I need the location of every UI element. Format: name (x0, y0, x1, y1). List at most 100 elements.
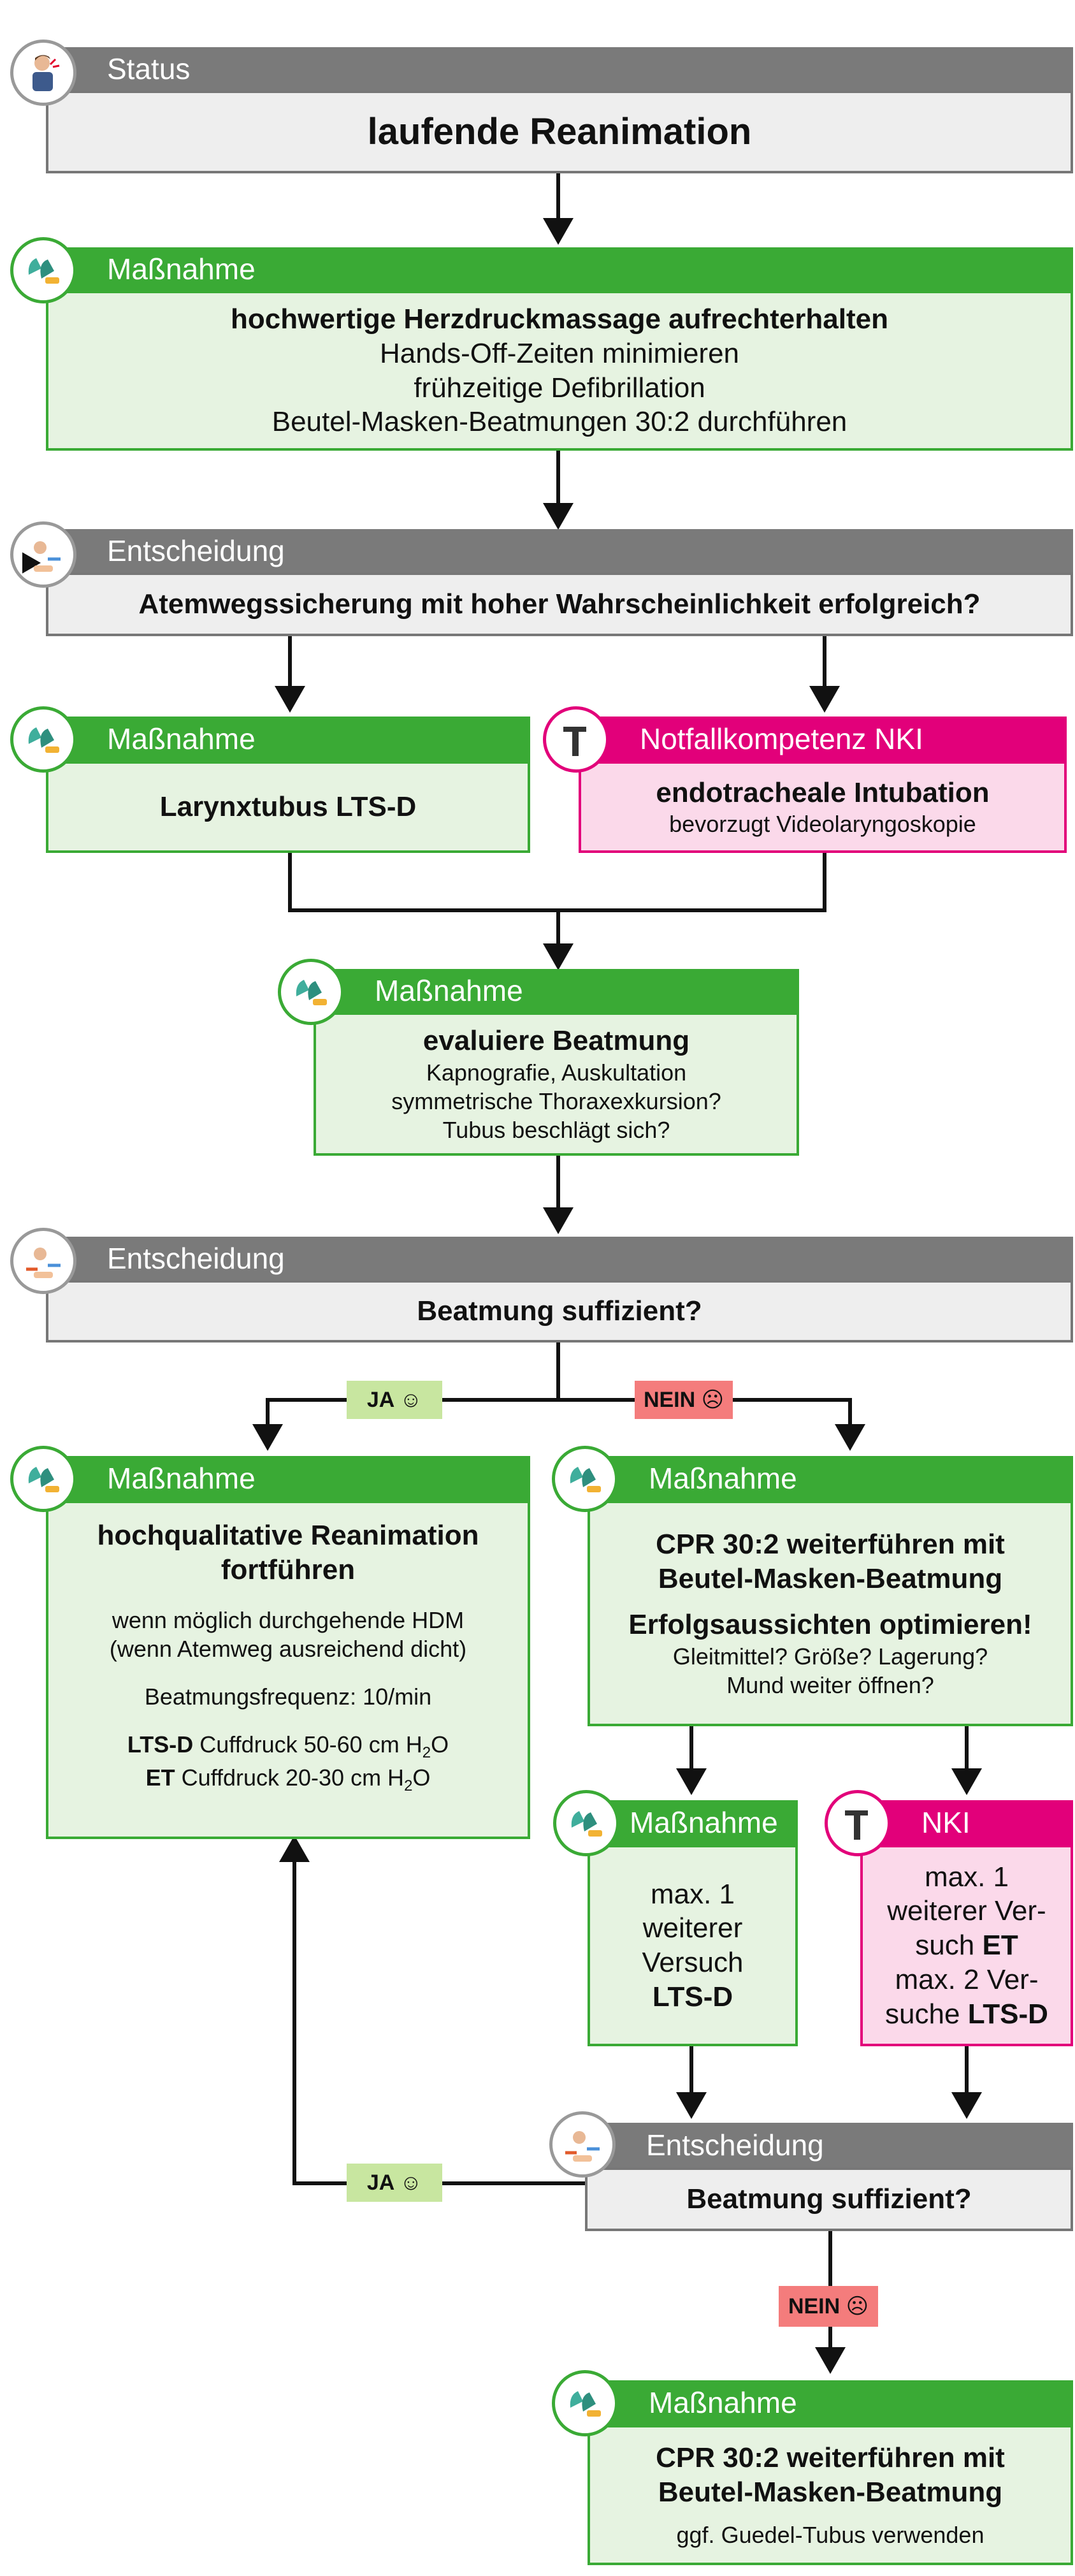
m4-title: fortführen (220, 1554, 356, 1585)
nki1-title: endotracheale Intubation (656, 776, 990, 808)
d2-header: Entscheidung (46, 1237, 1073, 1280)
m6-box: max. 1 weiterer Versuch LTS-D (588, 1845, 798, 2046)
nein-badge: NEIN ☹ (635, 1381, 733, 1419)
m5-title: Beutel-Masken-Beatmung (658, 1563, 1003, 1595)
m3-title: evaluiere Beatmung (422, 1025, 690, 1057)
m4-box: hochqualitative Reanimation fortführen w… (46, 1501, 530, 1839)
m7-title: Beutel-Masken-Beatmung (658, 2476, 1003, 2508)
m3-line: Kapnografie, Auskultation (426, 1059, 687, 1086)
m5-header-label: Maßnahme (649, 1462, 797, 1495)
status-icon (10, 40, 76, 106)
ja-label: JA ☺ (366, 2170, 422, 2195)
m4-line: (wenn Atemweg ausreichend dicht) (109, 1636, 467, 1663)
m1-header: Maßnahme (46, 247, 1073, 291)
decision-arrows-icon (549, 2111, 616, 2178)
m5-line: Gleitmittel? Größe? Lagerung? (672, 1643, 988, 1670)
status-header: Status (46, 47, 1073, 91)
nein-badge: NEIN ☹ (779, 2286, 878, 2327)
nki2-line: suche LTS-D (885, 1998, 1048, 2030)
status-header-label: Status (107, 52, 191, 85)
nki2-box: max. 1 weiterer Ver- such ET max. 2 Ver-… (860, 1845, 1073, 2046)
m4-line: Beatmungsfrequenz: 10/min (144, 1684, 432, 1710)
m6-header: Maßnahme (588, 1800, 798, 1845)
d3-header: Entscheidung (585, 2123, 1073, 2167)
gloved-hands-icon (553, 1790, 619, 1856)
gloved-hands-icon (278, 959, 344, 1025)
m7-title: CPR 30:2 weiterführen mit (656, 2441, 1005, 2473)
m6-line: Versuch (642, 1947, 744, 1978)
nki2-header-label: NKI (921, 1806, 970, 1839)
m2-box: Larynxtubus LTS-D (46, 761, 530, 853)
decision-arrows-icon (10, 521, 76, 588)
ja-badge: JA ☺ (347, 2164, 442, 2202)
d3-box: Beatmung suffizient? (585, 2167, 1073, 2231)
d1-box: Atemwegssicherung mit hoher Wahrscheinli… (46, 572, 1073, 636)
m1-header-label: Maßnahme (107, 252, 256, 286)
m6-line: max. 1 (650, 1878, 735, 1910)
arrow-d2-to-m4 (252, 1398, 558, 1451)
m1-line: Beutel-Masken-Beatmungen 30:2 durchführe… (271, 406, 848, 438)
ja-badge: JA ☺ (347, 1381, 442, 1419)
status-text: laufende Reanimation (367, 111, 752, 153)
arrow-d3-back-to-m4 (279, 1835, 585, 2185)
m6-bold: LTS-D (652, 1981, 733, 2012)
gloved-hands-icon (552, 2370, 618, 2436)
nki2-line: max. 1 (924, 1861, 1009, 1893)
m4-cuff-lts: LTS-D Cuffdruck 50-60 cm H2O (127, 1731, 449, 1762)
d3-text: Beatmung suffizient? (686, 2183, 972, 2215)
gloved-hands-icon (10, 706, 76, 773)
nein-label: NEIN ☹ (788, 2294, 869, 2318)
m5-line: Mund weiter öffnen? (726, 1671, 934, 1698)
nki2-line: max. 2 Ver- (895, 1963, 1039, 1995)
m3-header: Maßnahme (314, 969, 799, 1012)
d2-header-label: Entscheidung (107, 1242, 285, 1275)
m4-cuff-et: ET Cuffdruck 20-30 cm H2O (145, 1764, 431, 1794)
gloved-hands-icon (552, 1446, 618, 1512)
nki1-header-label: Notfallkompetenz NKI (640, 722, 923, 755)
m1-box: hochwertige Herzdruckmassage aufrechterh… (46, 291, 1073, 451)
d1-text: Atemwegssicherung mit hoher Wahrscheinli… (138, 588, 981, 620)
nki2-header: NKI (860, 1800, 1073, 1845)
m1-line: Hands-Off-Zeiten minimieren (379, 337, 740, 369)
decision-arrows-icon (10, 1228, 76, 1294)
laryngoscope-icon (543, 706, 609, 773)
m5-subtitle: Erfolgsaussichten optimieren! (628, 1608, 1032, 1640)
m3-line: Tubus beschlägt sich? (442, 1116, 670, 1143)
gloved-hands-icon (10, 237, 76, 303)
d1-header-label: Entscheidung (107, 534, 285, 567)
nki2-line: such ET (915, 1930, 1018, 1961)
m7-header-label: Maßnahme (649, 2386, 797, 2419)
nki1-header: Notfallkompetenz NKI (579, 717, 1067, 761)
m6-line: weiterer (642, 1912, 743, 1944)
m5-box: CPR 30:2 weiterführen mit Beutel-Masken-… (588, 1501, 1073, 1726)
m4-line: wenn möglich durchgehende HDM (112, 1607, 465, 1634)
m7-box: CPR 30:2 weiterführen mit Beutel-Masken-… (588, 2425, 1073, 2565)
nki1-sub: bevorzugt Videolaryngoskopie (669, 811, 976, 838)
ja-label: JA ☺ (366, 1387, 422, 1412)
d1-header: Entscheidung (46, 529, 1073, 572)
m7-line: ggf. Guedel-Tubus verwenden (676, 2522, 985, 2549)
m4-header: Maßnahme (46, 1456, 530, 1501)
m1-title: hochwertige Herzdruckmassage aufrechterh… (231, 303, 888, 335)
m5-header: Maßnahme (588, 1456, 1073, 1501)
m3-line: symmetrische Thoraxexkursion? (391, 1088, 721, 1114)
merge-line (288, 853, 826, 912)
nki1-box: endotracheale Intubation bevorzugt Video… (579, 761, 1067, 853)
status-box: laufende Reanimation (46, 91, 1073, 173)
m4-header-label: Maßnahme (107, 1462, 256, 1495)
m5-title: CPR 30:2 weiterführen mit (656, 1529, 1005, 1561)
m3-box: evaluiere Beatmung Kapnografie, Auskulta… (314, 1012, 799, 1156)
m4-title: hochqualitative Reanimation (97, 1520, 479, 1551)
m6-header-label: Maßnahme (630, 1806, 778, 1839)
m2-text: Larynxtubus LTS-D (159, 791, 417, 823)
d2-text: Beatmung suffizient? (417, 1295, 702, 1327)
d3-header-label: Entscheidung (646, 2128, 824, 2162)
laryngoscope-icon (825, 1790, 891, 1856)
m1-line: frühzeitige Defibrillation (414, 372, 705, 404)
m2-header: Maßnahme (46, 717, 530, 761)
gloved-hands-icon (10, 1446, 76, 1512)
d2-box: Beatmung suffizient? (46, 1280, 1073, 1343)
nki2-line: weiterer Ver- (887, 1895, 1046, 1927)
nein-label: NEIN ☹ (643, 1388, 725, 1412)
